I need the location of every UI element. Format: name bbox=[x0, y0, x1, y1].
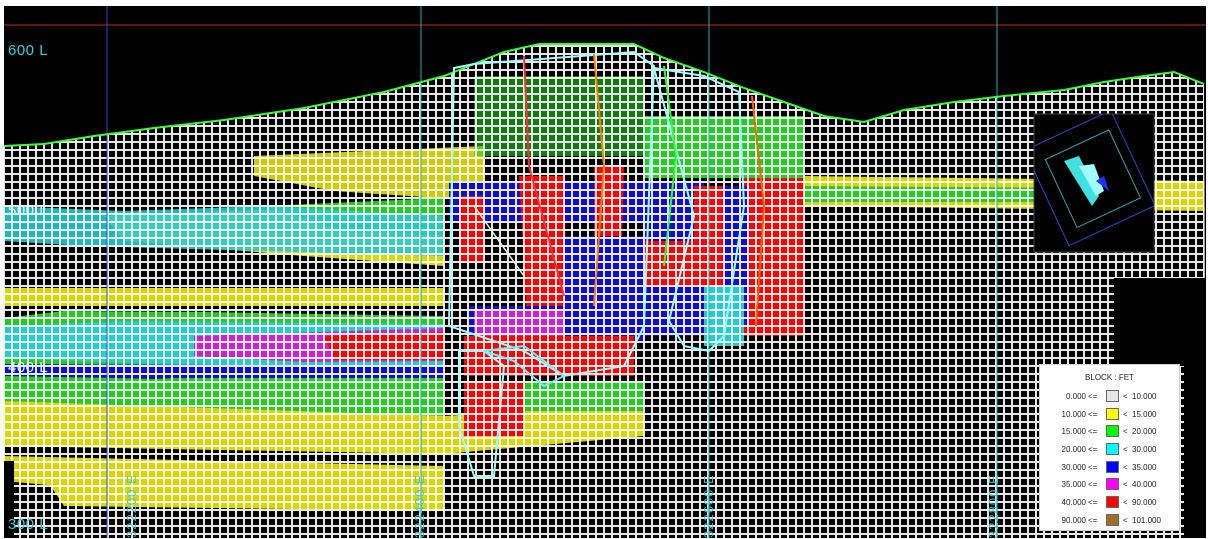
legend-high-value: 35.000 bbox=[1132, 462, 1157, 472]
easting-label-3: 322600 E bbox=[701, 474, 716, 538]
elevation-label-500: 500 L bbox=[8, 202, 49, 219]
legend-high-value: 15.000 bbox=[1132, 409, 1157, 419]
legend-low-value: 10.000 bbox=[1061, 409, 1086, 419]
model-lower-edge bbox=[4, 278, 1206, 538]
topography-line bbox=[4, 43, 1205, 147]
easting-label-4: 322800 E bbox=[986, 474, 1001, 538]
block-model-section[interactable] bbox=[4, 6, 1206, 538]
legend-less-than: < bbox=[1123, 409, 1128, 419]
legend-row: 20.000<= <30.000 bbox=[1040, 442, 1179, 460]
grade-zones bbox=[4, 44, 1206, 538]
legend-high-value: 101.000 bbox=[1132, 515, 1161, 525]
legend-less-than: < bbox=[1123, 427, 1128, 437]
legend-swatch bbox=[1106, 425, 1119, 438]
legend-swatch bbox=[1106, 390, 1119, 402]
legend-operator: <= bbox=[1088, 392, 1098, 401]
legend-low-value: 0.000 bbox=[1065, 392, 1086, 401]
easting-label-2: 322400 E bbox=[412, 474, 427, 538]
legend-high-value: 90.000 bbox=[1132, 498, 1157, 508]
legend-row: 90.000<= <101.000 bbox=[1040, 513, 1179, 531]
legend-high-value: 40.000 bbox=[1132, 480, 1157, 490]
legend-low-value: 40.000 bbox=[1061, 498, 1086, 508]
legend-less-than: < bbox=[1123, 445, 1128, 455]
legend-row: 15.000<= <20.000 bbox=[1040, 424, 1179, 442]
legend-less-than: < bbox=[1123, 498, 1128, 508]
legend-operator: <= bbox=[1088, 462, 1098, 472]
legend-less-than: < bbox=[1123, 515, 1128, 525]
legend-row: 0.000<= <10.000 bbox=[1040, 389, 1179, 407]
elevation-label-300: 300 L bbox=[8, 516, 49, 533]
legend-operator: <= bbox=[1088, 480, 1098, 490]
legend-swatch bbox=[1106, 496, 1119, 509]
legend-high-value: 10.000 bbox=[1132, 392, 1157, 401]
legend-row: 30.000<= <35.000 bbox=[1040, 460, 1179, 478]
legend-row: 10.000<= <15.000 bbox=[1040, 407, 1179, 425]
legend-low-value: 20.000 bbox=[1061, 445, 1086, 455]
legend-low-value: 15.000 bbox=[1061, 427, 1086, 437]
legend-low-value: 35.000 bbox=[1061, 480, 1086, 490]
legend-operator: <= bbox=[1088, 498, 1098, 508]
legend-less-than: < bbox=[1123, 392, 1128, 401]
legend-operator: <= bbox=[1088, 409, 1098, 419]
legend-less-than: < bbox=[1123, 480, 1128, 490]
easting-gridlines bbox=[106, 6, 998, 538]
section-viewport[interactable]: 600 L 500 L 400 L 300 L 322200 E 322400 … bbox=[4, 6, 1206, 538]
legend-operator: <= bbox=[1088, 515, 1098, 525]
legend-swatch bbox=[1106, 478, 1119, 491]
legend-low-value: 30.000 bbox=[1061, 462, 1086, 472]
legend-title: BLOCK : FET bbox=[1085, 373, 1134, 382]
inset-overview[interactable] bbox=[1025, 110, 1155, 253]
legend-swatch bbox=[1106, 460, 1119, 473]
elevation-label-400: 400 L bbox=[8, 359, 49, 376]
stope-outlines bbox=[447, 50, 746, 477]
legend-high-value: 20.000 bbox=[1132, 427, 1157, 437]
legend-row: 40.000<= <90.000 bbox=[1040, 495, 1179, 513]
easting-label-1: 322200 E bbox=[124, 474, 139, 538]
elevation-label-600: 600 L bbox=[8, 42, 49, 59]
legend-less-than: < bbox=[1123, 462, 1128, 472]
legend-operator: <= bbox=[1088, 445, 1098, 455]
legend-low-value: 90.000 bbox=[1061, 515, 1086, 525]
legend-swatch bbox=[1106, 513, 1119, 526]
legend-row: 35.000<= <40.000 bbox=[1040, 477, 1179, 495]
drill-traces bbox=[523, 53, 766, 327]
legend-high-value: 30.000 bbox=[1132, 445, 1157, 455]
legend-swatch bbox=[1106, 443, 1119, 456]
legend-operator: <= bbox=[1088, 427, 1098, 437]
legend-swatch bbox=[1106, 407, 1119, 420]
